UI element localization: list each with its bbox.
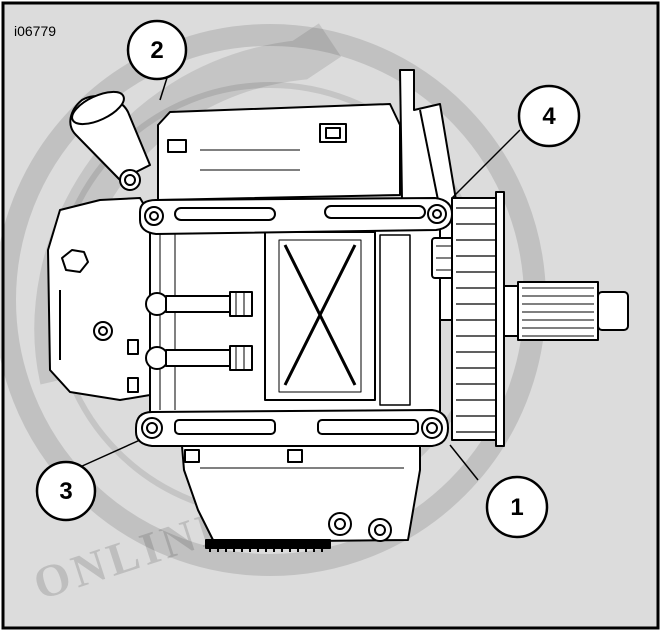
- svg-text:3: 3: [59, 478, 72, 505]
- callout-4: 4: [517, 84, 581, 148]
- hose-fittings: [145, 291, 253, 371]
- output-shaft: [503, 281, 629, 341]
- left-side-cover: [47, 197, 151, 401]
- bottom-chain: [205, 539, 331, 549]
- upper-frame-bar: [139, 197, 453, 235]
- lower-frame-bar: [135, 409, 449, 447]
- top-housing: [157, 103, 401, 201]
- svg-text:1: 1: [510, 494, 523, 521]
- callout-1: 1: [485, 475, 549, 539]
- image-id-label: i06779: [14, 23, 56, 39]
- svg-text:4: 4: [542, 103, 556, 130]
- transmission-assembly: [47, 69, 629, 552]
- callout-2: 2: [126, 19, 188, 81]
- hex-plug: [61, 249, 89, 273]
- drive-pulley: [451, 191, 505, 447]
- svg-text:2: 2: [150, 37, 163, 64]
- callout-3: 3: [35, 460, 97, 522]
